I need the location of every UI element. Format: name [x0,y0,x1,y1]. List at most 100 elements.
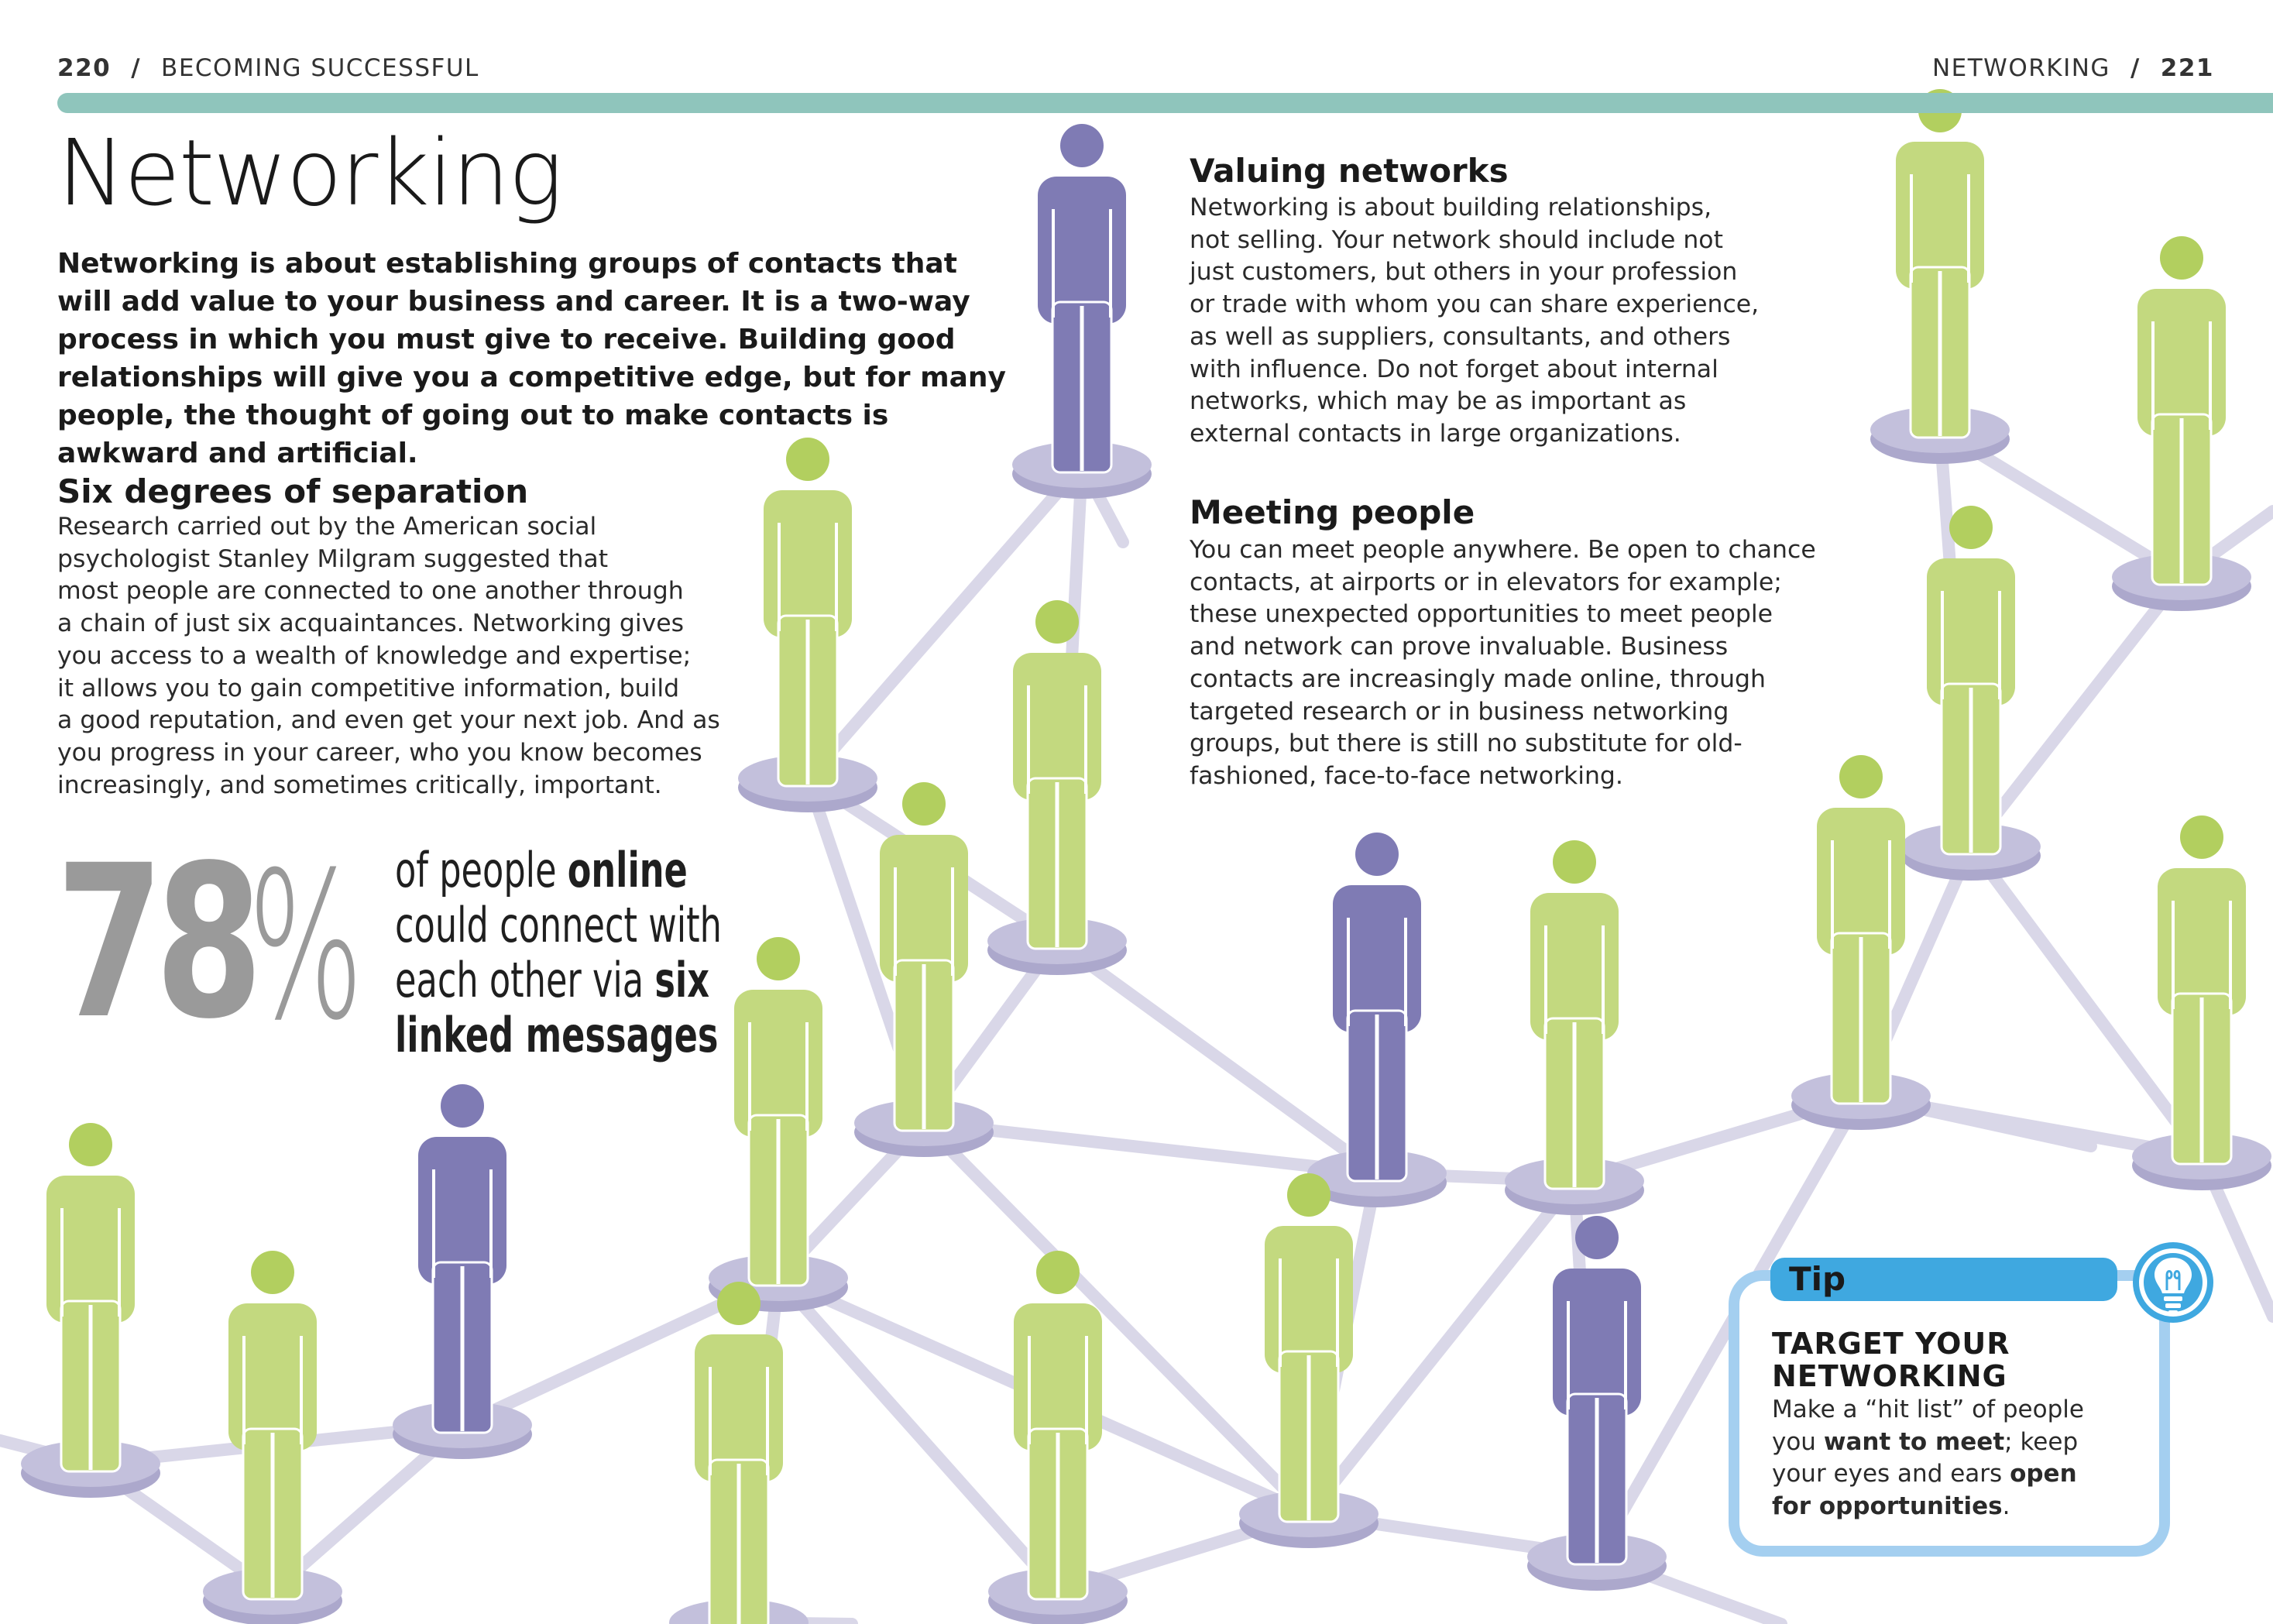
stat-caption: of people online could connect with each… [395,842,722,1063]
tip-bold: want to meet [1823,1427,2005,1456]
right-section-name: NETWORKING [1931,54,2110,82]
intro-line: to make contacts is awkward and artifici… [57,400,889,469]
person-figure-green [1896,89,1984,439]
body-line: with influence. Do not forget about inte… [1190,355,1718,383]
person-figure-green [1927,506,2015,856]
tip-text: your eyes and ears [1772,1460,2010,1488]
person-figure-green [228,1251,317,1601]
stat-caption-text: each other via [395,952,655,1008]
tip-bold: for opportunities [1772,1492,2003,1520]
header-rule [57,93,2273,113]
link-line [918,1117,1383,1179]
tip-title-line: NETWORKING [1772,1359,2007,1393]
left-page-number: 220 [57,54,112,82]
link-line [1965,571,2188,853]
body-line: contacts are increasingly made online, t… [1190,664,1767,693]
person-figure-green [1013,600,1101,950]
body-line: networks, which may be as important as [1190,387,1687,416]
link-line [1303,1175,1581,1520]
intro-line: you must give to receive. Building good … [57,324,956,393]
body-line: targeted research or in business network… [1190,697,1729,726]
person-figure-green [880,782,968,1132]
tip-text: you [1772,1427,1824,1456]
right-page-number: 221 [2160,54,2214,82]
body-line: not selling. Your network should include… [1190,225,1723,254]
running-header-right: NETWORKING / 221 [1932,54,2214,82]
body-line: a good reputation, and even get your nex… [57,706,720,735]
body-line: Research carried out by the American soc… [57,513,597,541]
person-figure-purple [418,1084,506,1434]
person-figure-green [46,1123,135,1473]
header-separator: / [131,54,142,82]
person-figure-green [695,1282,783,1624]
lightbulb-icon [2133,1242,2213,1323]
stat-caption-bold: linked messages [395,1007,719,1063]
stat-caption-bold: six [654,952,710,1008]
intro-line: Networking is about establishing groups … [57,248,957,318]
tip-title: TARGET YOUR NETWORKING [1772,1327,2010,1392]
platform [1870,407,2010,464]
person-figure-green [734,937,822,1287]
left-section-name: BECOMING SUCCESSFUL [161,54,479,82]
tip-bold: open [2010,1460,2077,1488]
page-title: Networking [57,119,563,226]
tip-title-line: TARGET YOUR [1772,1327,2010,1361]
person-figure-purple [1333,833,1421,1183]
tip-body: Make a “hit list” of people you want to … [1772,1394,2084,1523]
valuing-networks-body: Networking is about building relationshi… [1190,192,1759,451]
person-figure-green [1530,840,1619,1190]
people-figures [46,89,2246,1624]
running-header-left: 220 / BECOMING SUCCESSFUL [57,54,479,82]
intro-line: value to your business and career. It is… [57,286,970,355]
six-degrees-body: Research carried out by the American soc… [57,511,720,802]
body-line: psychologist Stanley Milgram suggested t… [57,544,609,573]
stat-caption-text: of people [395,842,568,898]
body-line: it allows you to gain competitive inform… [57,674,680,702]
person-figure-green [1817,755,1905,1105]
body-line: as well as suppliers, consultants, and o… [1190,322,1731,351]
body-line: fashioned, face-to-face networking. [1190,761,1623,790]
valuing-networks-heading: Valuing networks [1190,152,1509,190]
body-line: You can meet people anywhere. Be open to… [1190,536,1816,564]
stat-caption-bold: online [567,842,688,898]
link-line [1051,935,1383,1179]
link-line [772,1272,1064,1598]
person-figure-green [1265,1173,1353,1523]
header-separator: / [2130,54,2141,82]
meeting-people-body: You can meet people anywhere. Be open to… [1190,534,1816,793]
body-line: Networking is about building relationshi… [1190,194,1712,221]
body-line: increasingly, and sometimes critically, … [57,771,662,799]
body-line: you access to a wealth of knowledge and … [57,641,692,670]
person-figure-green [2137,236,2226,586]
body-line: just customers, but others in your profe… [1190,258,1738,287]
person-figure-green [764,438,852,788]
person-figure-purple [1553,1216,1641,1566]
link-line [1965,840,2208,1162]
body-line: most people are connected to one another… [57,577,684,606]
six-degrees-heading: Six degrees of separation [57,472,529,510]
body-line: or trade with whom you can share experie… [1190,290,1760,319]
person-figure-purple [1038,124,1126,474]
tip-label: Tip [1789,1260,1846,1298]
link-line [802,458,1088,785]
intro-line: a competitive edge, but for many people,… [57,362,1006,431]
platform [854,1100,994,1157]
tip-text: . [2002,1492,2010,1520]
body-line: external contacts in large organizations… [1190,419,1681,448]
stat-percent-sign: % [248,829,364,1065]
body-line: a chain of just six acquaintances. Netwo… [57,609,685,638]
tip-text: ; keep [2004,1427,2079,1456]
meeting-people-heading: Meeting people [1190,493,1475,531]
tip-line: Make a “hit list” of people [1772,1396,2084,1423]
person-figure-green [2158,815,2246,1166]
body-line: these unexpected opportunities to meet p… [1190,600,1773,629]
stat-number: 78 [56,821,263,1066]
stat-caption-text: could connect with [395,897,722,953]
link-line [918,1117,1315,1520]
body-line: you progress in your career, who you kno… [57,738,702,767]
body-line: contacts, at airports or in elevators fo… [1190,568,1782,596]
tip-banner [1770,1258,2117,1301]
body-line: groups, but there is still no substitute… [1190,730,1743,758]
